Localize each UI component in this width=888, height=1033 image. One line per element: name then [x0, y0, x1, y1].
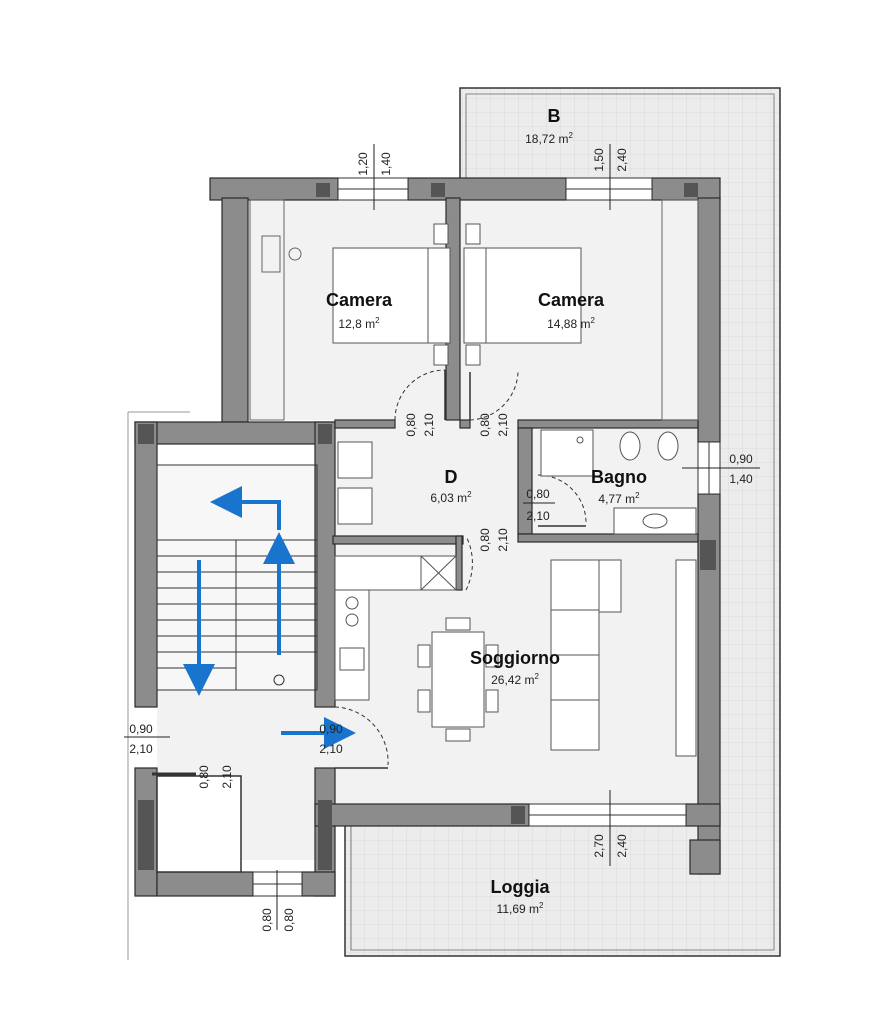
desk-camera-1 [249, 199, 302, 421]
kitchen [334, 555, 457, 701]
lift [152, 772, 242, 873]
room-area-camera-1: 12,8 m2 [338, 316, 380, 331]
room-labels: B 18,72 m2 Camera 12,8 m2 Camera 14,88 m… [326, 106, 647, 916]
storage-units [337, 441, 373, 525]
bathroom-fixtures [540, 429, 697, 535]
room-name-b: B [548, 106, 561, 126]
dim-lift-h: 2,10 [220, 765, 234, 789]
dim-win-camera2-w: 1,50 [592, 148, 606, 172]
bed-camera-2 [463, 223, 582, 366]
room-name-camera-1: Camera [326, 290, 393, 310]
room-area-b: 18,72 m2 [525, 131, 573, 146]
room-name-soggiorno: Soggiorno [470, 648, 560, 668]
dim-door-camera2-h: 2,10 [496, 413, 510, 437]
dim-win-camera1-h: 1,40 [379, 152, 393, 176]
dim-entry-main-w: 0,90 [319, 722, 343, 736]
room-name-camera-2: Camera [538, 290, 605, 310]
dim-win-bagno-h: 1,40 [729, 472, 753, 486]
dim-win-camera2-h: 2,40 [615, 148, 629, 172]
dining-table [417, 617, 499, 742]
room-area-loggia: 11,69 m2 [497, 901, 544, 916]
loggia-area [344, 826, 720, 957]
room-name-loggia: Loggia [491, 877, 551, 897]
columns [138, 183, 716, 870]
dim-win-camera1-w: 1,20 [356, 152, 370, 176]
dim-win-loggia-h: 2,40 [615, 834, 629, 858]
wardrobe-camera-2 [661, 199, 699, 421]
dim-lift-w: 0,80 [197, 765, 211, 789]
neighbour-stub [127, 411, 190, 960]
dim-door-camera1-w: 0,80 [404, 413, 418, 437]
dim-door-camera2-w: 0,80 [478, 413, 492, 437]
bed-camera-1 [332, 223, 451, 366]
room-area-soggiorno: 26,42 m2 [491, 672, 539, 687]
dim-entry-left-h: 2,10 [129, 742, 153, 756]
dim-entry-main-h: 2,10 [319, 742, 343, 756]
dim-win-bottom-w: 0,80 [260, 908, 274, 932]
dim-door-soggiorno-h: 2,10 [496, 528, 510, 552]
dimension-labels: 1,20 1,40 1,50 2,40 0,80 2,10 0,80 2,10 … [129, 148, 753, 932]
room-area-camera-2: 14,88 m2 [547, 316, 595, 331]
dim-door-bagno-h: 2,10 [526, 509, 550, 523]
room-area-d: 6,03 m2 [430, 490, 472, 505]
dimension-lines [124, 144, 760, 930]
balcony-b [459, 87, 781, 957]
dim-door-soggiorno-w: 0,80 [478, 528, 492, 552]
arrow-stairs-top [210, 486, 281, 530]
dim-win-bagno-w: 0,90 [729, 452, 753, 466]
room-name-d: D [445, 467, 458, 487]
dim-win-loggia-w: 2,70 [592, 834, 606, 858]
dim-win-bottom-h: 0,80 [282, 908, 296, 932]
dim-door-bagno-w: 0,80 [526, 487, 550, 501]
door-leaves [335, 370, 586, 769]
dim-entry-left-w: 0,90 [129, 722, 153, 736]
windows [252, 177, 721, 897]
room-area-bagno: 4,77 m2 [598, 491, 640, 506]
room-name-bagno: Bagno [591, 467, 647, 487]
circulation-arrows [183, 486, 356, 749]
dim-door-camera1-h: 2,10 [422, 413, 436, 437]
sofa [550, 559, 697, 757]
